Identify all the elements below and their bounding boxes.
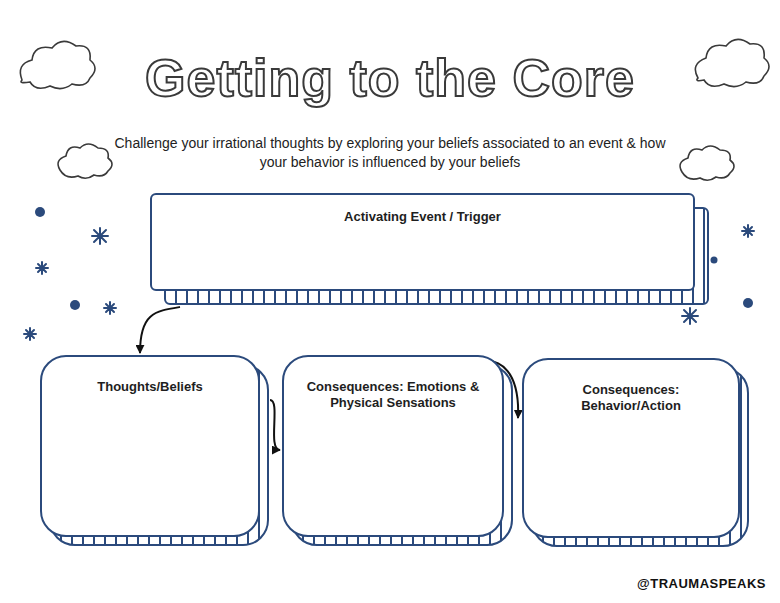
- box-label: Activating Event / Trigger: [152, 209, 693, 225]
- dot: [70, 300, 80, 310]
- step-box: Consequences: Behavior/Action: [522, 358, 740, 538]
- cloud: [20, 41, 95, 88]
- cloud: [680, 146, 734, 180]
- dot: [711, 257, 718, 264]
- star: [36, 262, 48, 274]
- star: [92, 228, 108, 244]
- step-box: Thoughts/Beliefs: [40, 355, 260, 537]
- event-box: Activating Event / Trigger: [150, 193, 695, 291]
- star: [742, 225, 754, 237]
- arrow-connector: [270, 400, 280, 450]
- title: Getting to the Core: [0, 48, 780, 108]
- box-label: Consequences: Emotions & Physical Sensat…: [284, 379, 502, 411]
- box-label: Consequences: Behavior/Action: [524, 382, 738, 414]
- caption: Challenge your irrational thoughts by ex…: [100, 134, 680, 172]
- step-box: Consequences: Emotions & Physical Sensat…: [282, 355, 504, 537]
- star: [24, 328, 36, 340]
- dot: [35, 207, 45, 217]
- star: [682, 308, 698, 324]
- dot: [743, 298, 753, 308]
- star: [104, 302, 116, 314]
- watermark: @TRAUMASPEAKS: [637, 576, 766, 591]
- cloud: [695, 39, 769, 86]
- box-label: Thoughts/Beliefs: [42, 379, 258, 395]
- cloud: [58, 144, 112, 178]
- arrow-connector: [140, 307, 180, 353]
